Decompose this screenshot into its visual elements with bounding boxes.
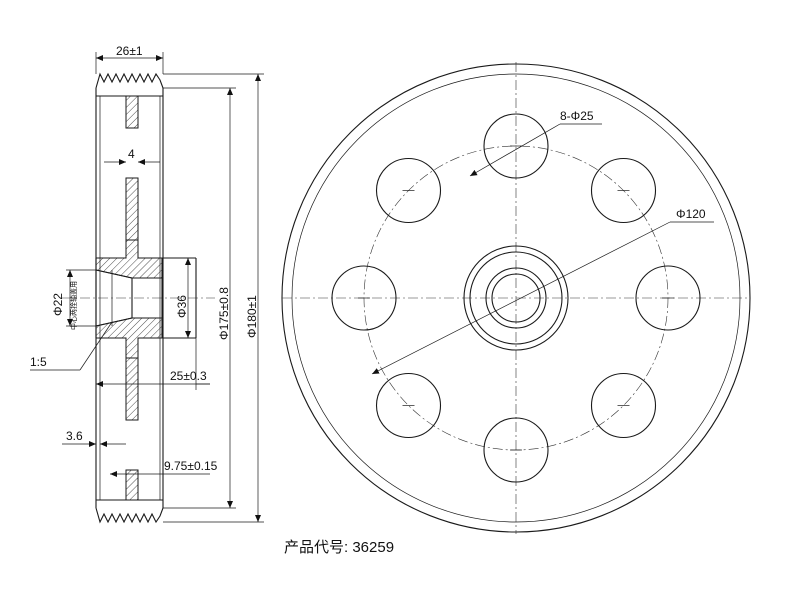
- lightening-hole-6: [375, 157, 442, 224]
- dim-outer-dia-text: Φ180±1: [245, 295, 259, 338]
- hub-step-circle: [469, 251, 563, 345]
- lightening-hole-5: [331, 265, 397, 331]
- lightening-hole-1: [635, 265, 701, 331]
- dim-holes-text: 8-Φ25: [560, 109, 594, 123]
- lightening-hole-4: [375, 372, 442, 439]
- lightening-hole-3: [483, 417, 549, 483]
- bore-inner-circle: [491, 273, 541, 323]
- lightening-hole-8: [590, 157, 657, 224]
- rim-groove-top: [95, 72, 164, 89]
- product-code-label: 产品代号: 36259: [284, 539, 394, 556]
- dim-rim-text: 3.6: [66, 429, 83, 443]
- dim-hub-dia-text: Φ36: [175, 295, 189, 318]
- web-section-lower-2: [125, 469, 139, 501]
- side-section-view: 26±1 4 Φ22 中心两拴轴盖用 1:5 Φ36 Φ175±0.8 Φ180…: [30, 44, 264, 524]
- web-section-upper-2: [125, 177, 139, 241]
- dim-web-pos-text: 9.75±0.15: [164, 459, 218, 473]
- rim-groove-bottom: [95, 507, 164, 524]
- dim-width-text: 26±1: [116, 44, 143, 58]
- hub-outer-circle: [463, 245, 569, 351]
- dim-inner-dia-text: Φ175±0.8: [217, 287, 231, 340]
- dim-bore-text: Φ22: [51, 293, 65, 316]
- lightening-hole-7: [483, 113, 549, 179]
- bore-outer-circle: [485, 267, 547, 329]
- dim-taper-text: 1:5: [30, 355, 47, 369]
- dim-hub-len-text: 25±0.3: [170, 369, 207, 383]
- front-view: 8-Φ25 Φ120: [281, 62, 751, 534]
- lightening-hole-2: [590, 372, 657, 439]
- dim-web-text: 4: [128, 147, 135, 161]
- hub-section-lower: [95, 317, 163, 359]
- web-section-lower-1: [125, 357, 139, 421]
- lightening-holes: [331, 113, 701, 483]
- web-section-upper-1: [125, 95, 139, 129]
- dim-bore-note-text: 中心两拴轴盖用: [69, 281, 78, 330]
- dim-pcd-text: Φ120: [676, 207, 706, 221]
